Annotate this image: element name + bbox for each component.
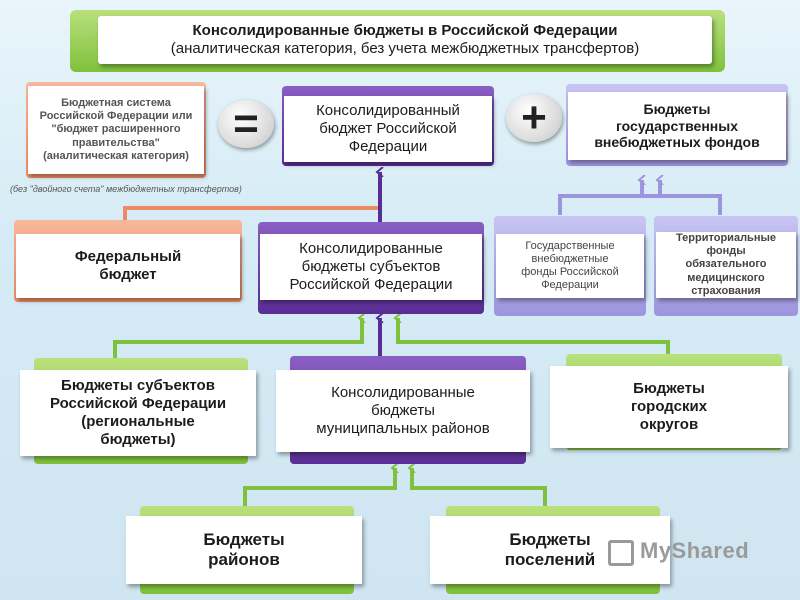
- watermark-text: MyShared: [640, 538, 750, 563]
- equals-symbol: =: [218, 100, 274, 148]
- connector-federal: [123, 206, 378, 222]
- connector-settlements: [412, 468, 547, 508]
- state-funds-box: Государственные внебюджетные фонды Росси…: [496, 234, 644, 298]
- settlements-box: Бюджеты поселений: [430, 516, 670, 584]
- territorial-funds-box: Территориальные фонды обязательного меди…: [656, 232, 796, 298]
- regional-box: Бюджеты субъектов Российской Федерации (…: [20, 370, 256, 456]
- budget-system-box: Бюджетная система Российской Федерации и…: [28, 86, 204, 174]
- extrabudgetary-box: Бюджеты государственных внебюджетных фон…: [568, 92, 786, 160]
- districts-box: Бюджеты районов: [126, 516, 362, 584]
- title-line1: Консолидированные бюджеты в Российской Ф…: [192, 22, 618, 39]
- double-count-note: (без "двойного счета" межбюджетных транс…: [10, 184, 242, 194]
- watermark-logo-icon: [608, 540, 634, 566]
- municipal-box: Консолидированные бюджеты муниципальных …: [276, 370, 530, 452]
- plus-symbol: +: [506, 94, 562, 142]
- consolidated-rf-box: Консолидированный бюджет Российской Феде…: [284, 96, 492, 162]
- federal-box: Федеральный бюджет: [16, 234, 240, 298]
- title-line2: (аналитическая категория, без учета межб…: [170, 40, 640, 57]
- connector-urban: [398, 318, 670, 358]
- title-box: Консолидированные бюджеты в Российской Ф…: [98, 16, 712, 64]
- consolidated-subjects-box: Консолидированные бюджеты субъектов Росс…: [260, 234, 482, 300]
- connector-funds: [558, 194, 722, 215]
- connector-regional: [113, 318, 362, 362]
- connector-districts: [243, 468, 395, 508]
- urban-box: Бюджеты городских округов: [550, 366, 788, 448]
